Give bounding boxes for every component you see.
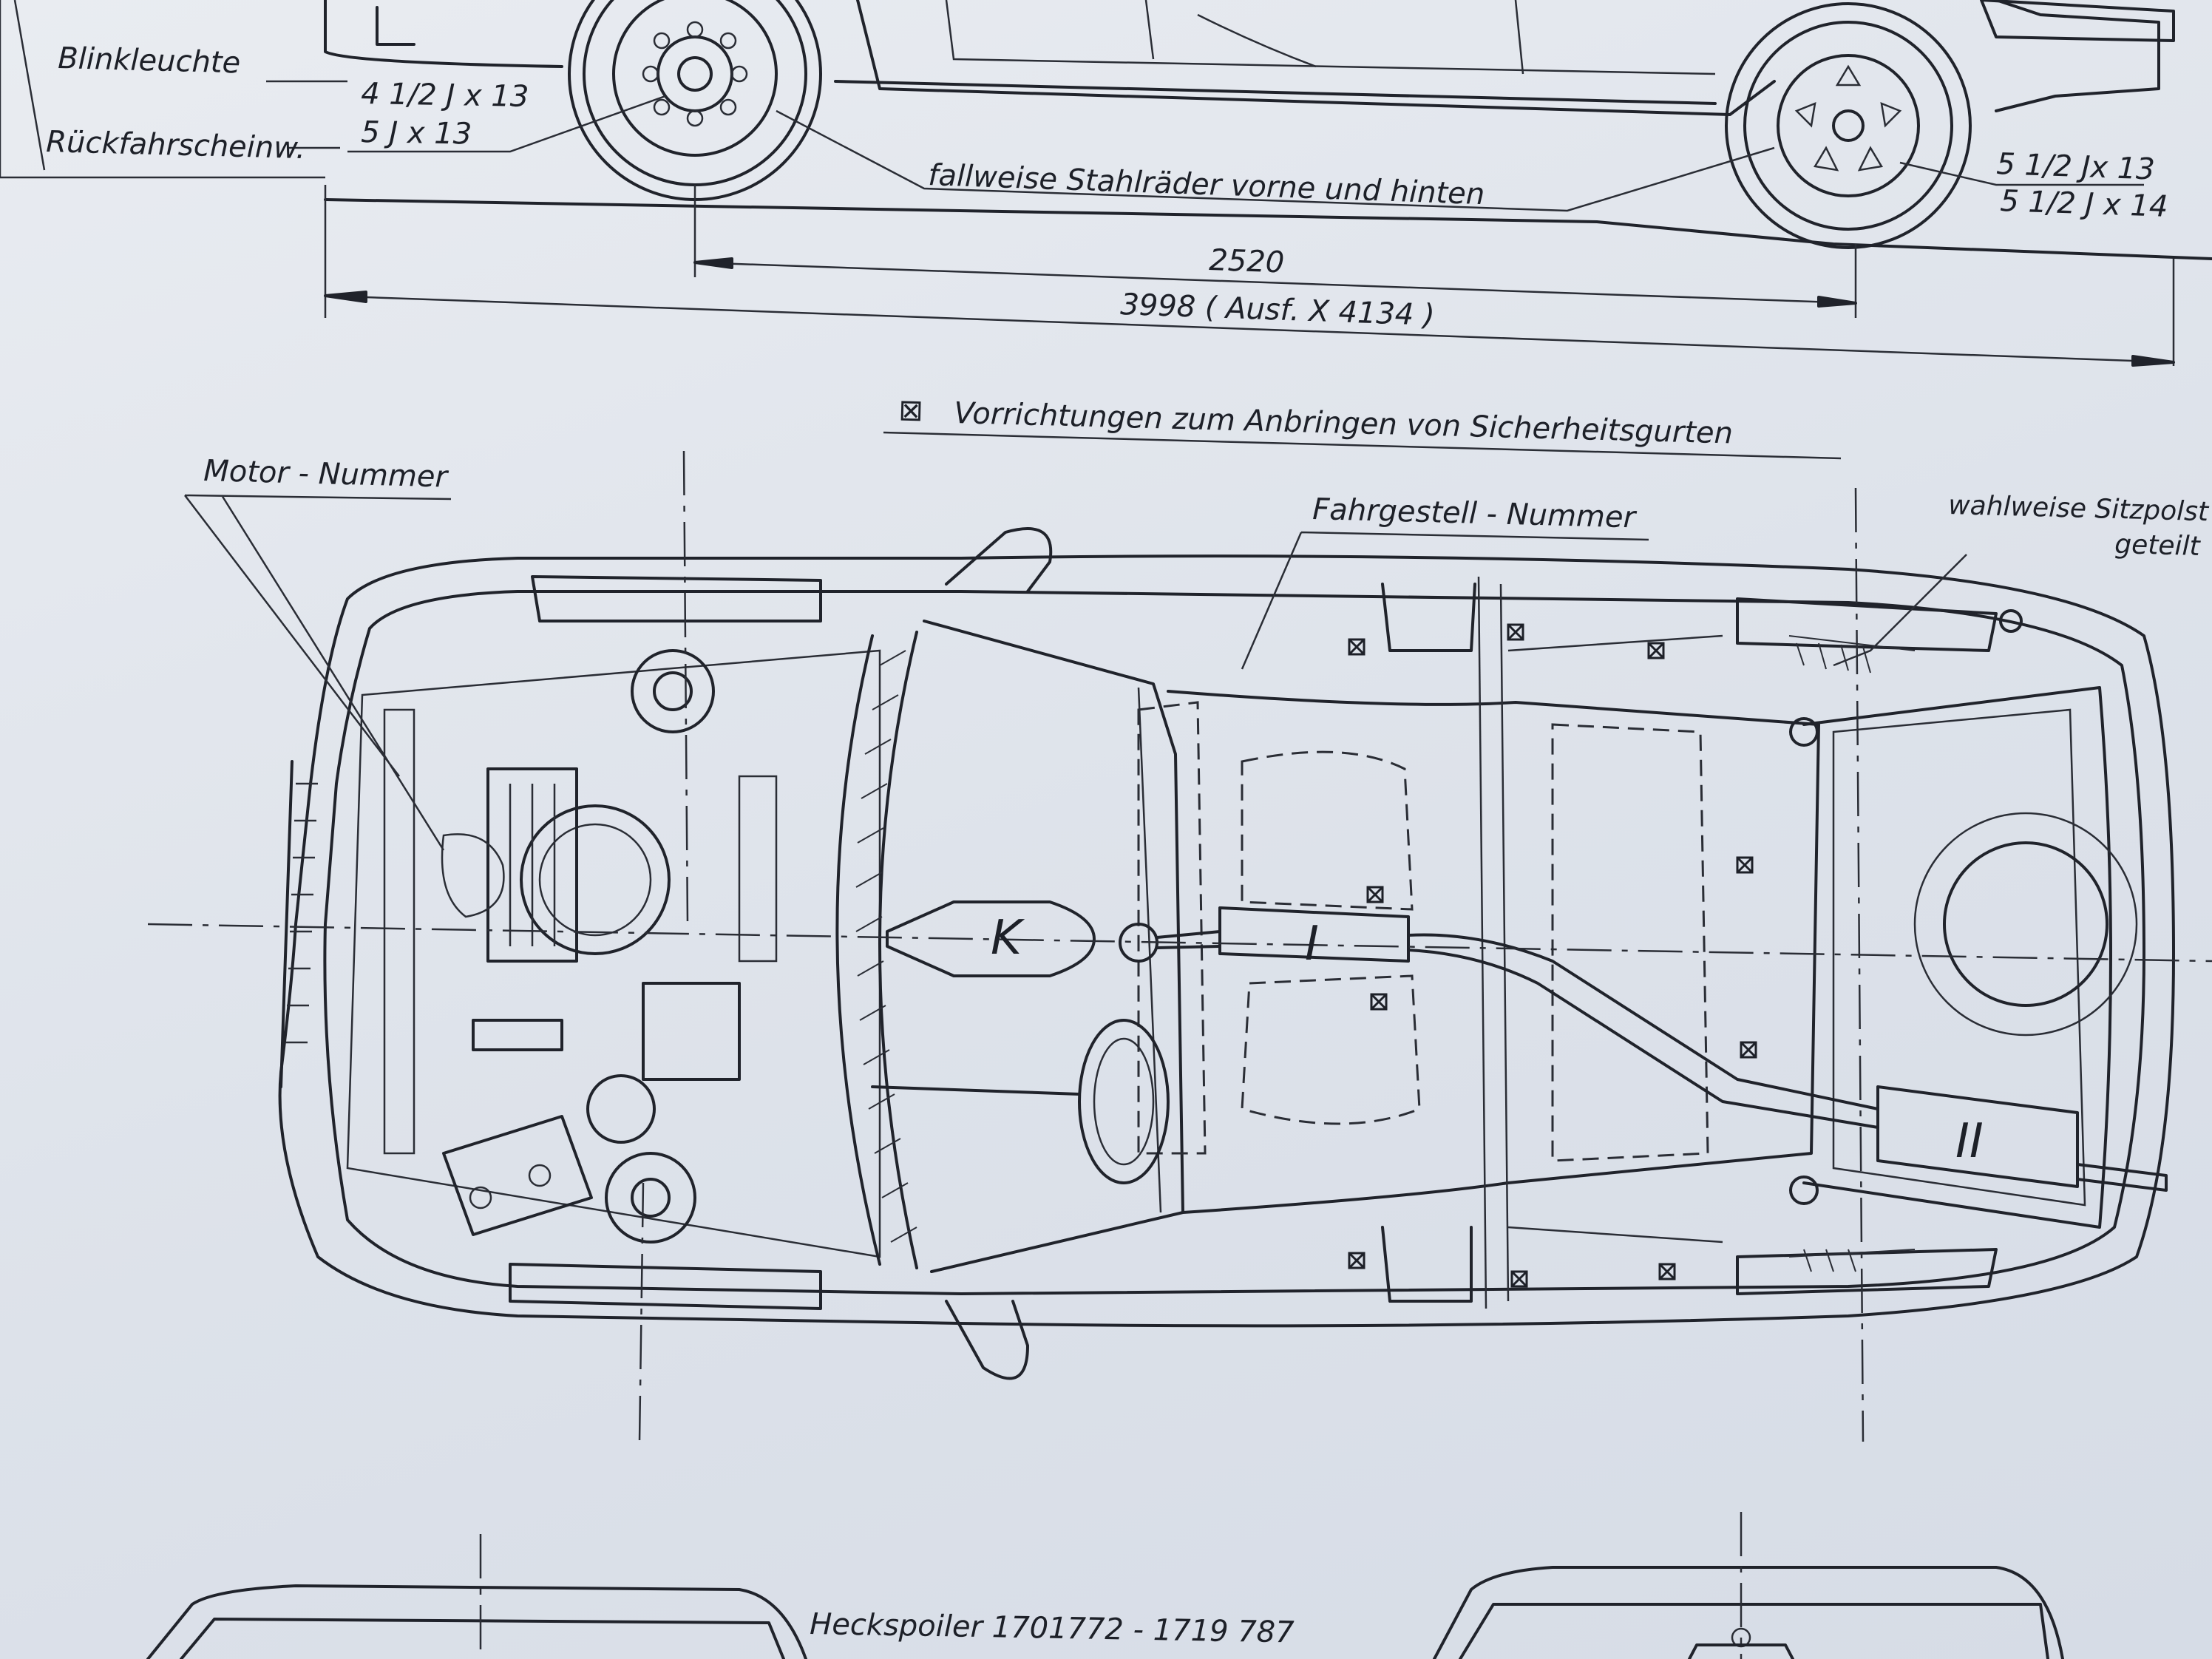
rear-wheel: [1725, 2, 1972, 249]
rueckfahrscheinwerfer-label: Rückfahrscheinw.: [46, 125, 306, 166]
bottom-views: Heckspoiler 1701772 - 1719 787: [146, 1512, 2064, 1659]
steel-wheels-note: fallweise Stahlräder vorne und hinten: [928, 158, 1485, 211]
engine-block: [441, 649, 778, 1244]
muffler-rear-marker: II: [1955, 1114, 1984, 1169]
motor-nummer-label: Motor - Nummer: [203, 454, 449, 495]
dimension-wheelbase: 2520: [1209, 243, 1285, 280]
side-view: Blinkleuchte Rückfahrscheinw. 4 1/2 J x …: [0, 0, 2212, 367]
top-view: Motor - Nummer Fahrgestell - Nummer wahl…: [147, 450, 2212, 1442]
muffler-front-marker: I: [1305, 917, 1319, 971]
rear-wheel-size-1: 5 1/2 Jx 13: [1996, 147, 2156, 186]
seatbelt-anchors: [1348, 623, 1757, 1288]
sitzpolster-label-line1: wahlweise Sitzpolst: [1948, 490, 2211, 527]
seatbelt-legend-text: Vorrichtungen zum Anbringen von Sicherhe…: [954, 396, 1734, 451]
front-wheel-size-1: 4 1/2 J x 13: [361, 77, 529, 114]
fahrgestell-nummer-label: Fahrgestell - Nummer: [1312, 492, 1638, 535]
steering-wheel: [871, 1019, 1170, 1184]
seatbelt-legend: ⊠ Vorrichtungen zum Anbringen von Sicher…: [883, 393, 1842, 460]
front-wheel-size-2: 5 J x 13: [361, 115, 472, 152]
rear-wheel-size-2: 5 1/2 J x 14: [2000, 184, 2169, 224]
heckspoiler-label: Heckspoiler 1701772 - 1719 787: [810, 1607, 1295, 1649]
seatbelt-mark-icon: ⊠: [898, 393, 924, 428]
fuel-tank-marker: K: [991, 911, 1025, 966]
blinkleuchte-label: Blinkleuchte: [58, 41, 241, 80]
spare-wheel: [1943, 841, 2108, 1007]
front-wheel: [568, 0, 822, 201]
sitzpolster-label-line2: geteilt: [2114, 529, 2202, 562]
